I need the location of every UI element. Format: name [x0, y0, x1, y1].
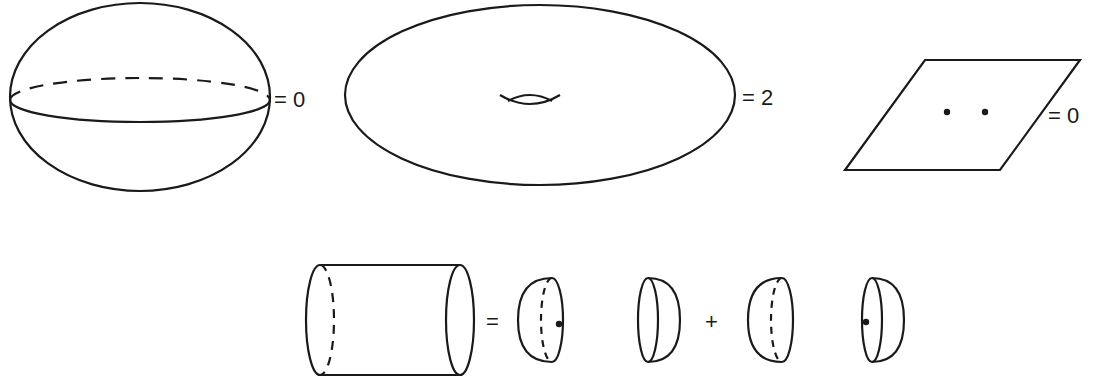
- hemisphere: [748, 278, 793, 362]
- value-label: = 2: [742, 87, 773, 109]
- plane: [845, 60, 1080, 170]
- cylinder: [306, 265, 474, 375]
- operator-sign: +: [705, 311, 718, 333]
- value-label: = 0: [1048, 105, 1079, 127]
- sphere: [10, 3, 270, 191]
- hemisphere: [862, 278, 904, 362]
- operator-sign: =: [486, 311, 499, 333]
- hemisphere: [638, 278, 680, 362]
- hemisphere: [518, 278, 563, 362]
- value-label: = 0: [274, 89, 305, 111]
- torus: [345, 5, 735, 185]
